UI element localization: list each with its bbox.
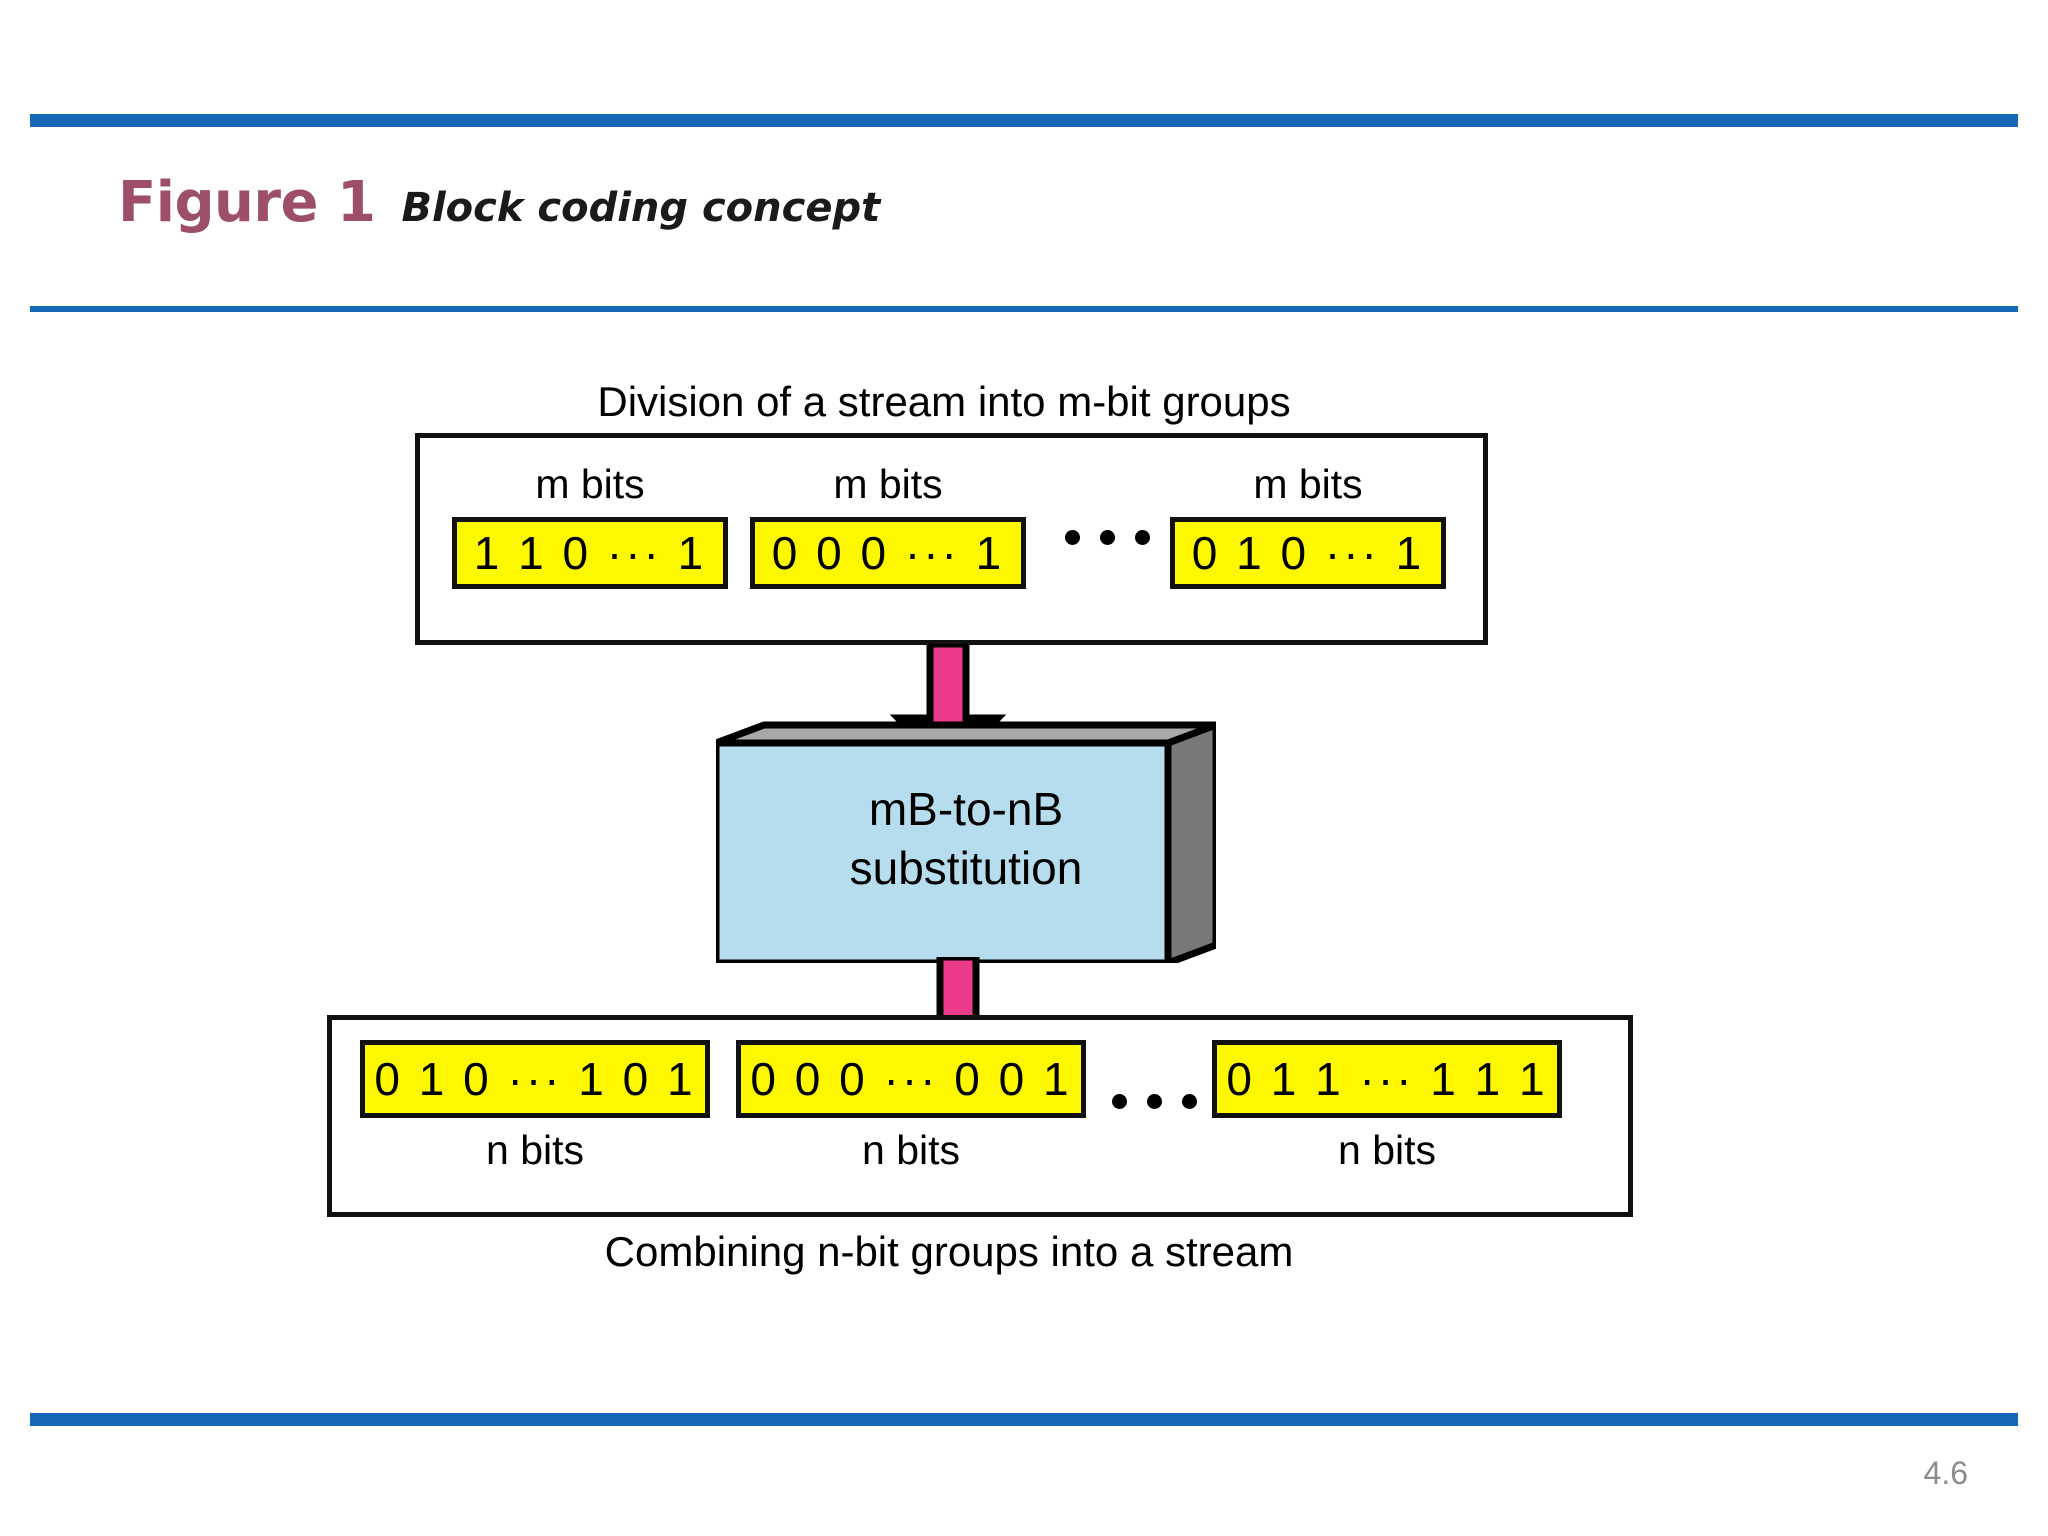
- m-bit-value-box: 0 0 0 ··· 1: [750, 517, 1026, 589]
- n-bit-group-label: n bits: [1338, 1127, 1436, 1173]
- n-bit-group-label: n bits: [862, 1127, 960, 1173]
- m-bit-group-label: m bits: [1253, 461, 1363, 507]
- n-bit-group: 0 1 0 ··· 1 0 1 n bits: [360, 1040, 710, 1171]
- m-bit-value-box: 0 1 0 ··· 1: [1170, 517, 1446, 589]
- n-bit-value-box: 0 1 1 ··· 1 1 1: [1212, 1040, 1562, 1118]
- output-stream-frame: 0 1 0 ··· 1 0 1 n bits 0 0 0 ··· 0 0 1 n…: [327, 1015, 1633, 1217]
- substitution-label-line1: mB-to-nB: [868, 783, 1064, 836]
- header-rule-bottom: [30, 306, 2018, 312]
- header-rule-top: [30, 114, 2018, 127]
- ellipsis-dots-icon: [1065, 530, 1150, 545]
- substitution-process-box: mB-to-nB substitution: [716, 715, 1216, 963]
- figure-title: Block coding concept: [401, 185, 881, 231]
- n-bit-value-box: 0 1 0 ··· 1 0 1: [360, 1040, 710, 1118]
- m-bit-group-label: m bits: [535, 461, 645, 507]
- m-bit-group: m bits 0 0 0 ··· 1: [750, 464, 1026, 589]
- figure-label: Figure 1: [118, 170, 376, 235]
- n-bit-group: 0 1 1 ··· 1 1 1 n bits: [1212, 1040, 1562, 1171]
- m-bit-group-label: m bits: [833, 461, 943, 507]
- n-bit-value-box: 0 0 0 ··· 0 0 1: [736, 1040, 1086, 1118]
- footer-rule: [30, 1413, 2018, 1426]
- m-bit-group: m bits 0 1 0 ··· 1: [1170, 464, 1446, 589]
- substitution-box-label: mB-to-nB substitution: [744, 751, 1188, 927]
- diagram-caption-top: Division of a stream into m-bit groups: [597, 378, 1291, 425]
- page-number: 4.6: [1923, 1455, 1968, 1491]
- m-bit-group: m bits 1 1 0 ··· 1: [452, 464, 728, 589]
- n-bit-group: 0 0 0 ··· 0 0 1 n bits: [736, 1040, 1086, 1171]
- diagram-caption-bottom: Combining n-bit groups into a stream: [604, 1228, 1294, 1275]
- input-stream-frame: m bits 1 1 0 ··· 1 m bits 0 0 0 ··· 1 m …: [415, 433, 1488, 645]
- m-bit-value-box: 1 1 0 ··· 1: [452, 517, 728, 589]
- n-bit-group-label: n bits: [486, 1127, 584, 1173]
- block-coding-diagram: Division of a stream into m-bit groups m…: [0, 330, 2048, 1370]
- ellipsis-dots-icon: [1112, 1094, 1197, 1109]
- figure-header: Figure 1 Block coding concept: [118, 170, 880, 235]
- substitution-label-line2: substitution: [849, 842, 1083, 894]
